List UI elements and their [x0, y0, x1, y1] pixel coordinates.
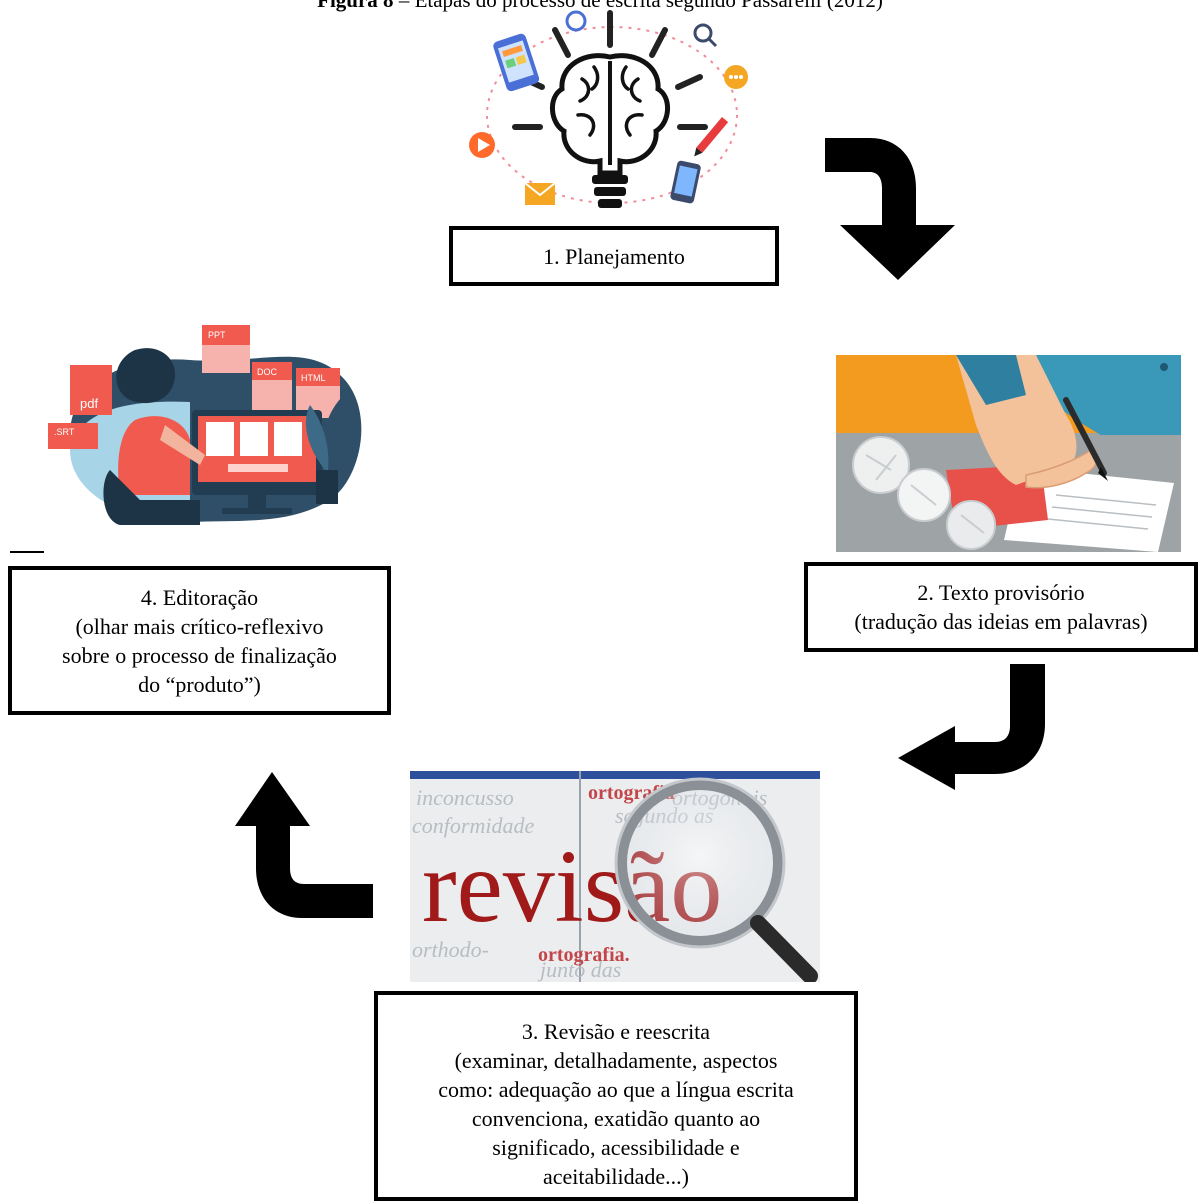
brain-lightbulb-icon [460, 5, 760, 220]
step-description-line: (examinar, detalhadamente, aspectos [454, 1048, 778, 1073]
file-label: PPT [208, 330, 226, 340]
arrow-up-left-icon [232, 768, 377, 923]
step-description-line: (olhar mais crítico-reflexivo [75, 613, 324, 639]
step-description-line: significado, acessibilidade e [492, 1135, 740, 1160]
file-label: DOC [257, 367, 278, 377]
file-label: HTML [301, 373, 326, 383]
dictionary-word: orthodo- [412, 937, 489, 962]
step-box-draft: 2. Texto provisório (tradução das ideias… [804, 562, 1198, 652]
step-box-editing: 4. Editoração (olhar mais crítico-reflex… [8, 566, 391, 715]
divider [10, 551, 44, 553]
step-description-line: do “produto”) [138, 671, 261, 697]
dictionary-word: conformidade [412, 813, 534, 838]
step-description-line: convenciona, exatidão quanto ao [471, 1106, 761, 1131]
magnifier-dictionary-icon: inconcusso conformidade orthodo- segundo… [410, 771, 820, 982]
step-description-line: sobre o processo de finalização [62, 642, 337, 668]
step-box-revision-body: 3. Revisão e reescrita (examinar, detalh… [374, 991, 858, 1201]
caption-sep: – [398, 0, 415, 12]
step-title: 3. Revisão e reescrita [521, 1019, 711, 1044]
hand-writing-icon [836, 355, 1181, 552]
step-title: 4. Editoração [140, 584, 259, 610]
caption-text: Etapas do processo de escrita segundo Pa… [414, 0, 883, 12]
step-title: 1. Planejamento [543, 243, 685, 269]
figure-caption: Figura 8 – Etapas do processo de escrita… [0, 0, 1200, 12]
arrow-down-right-icon [820, 130, 960, 285]
dictionary-word: ortografia. [538, 944, 630, 966]
dictionary-word: inconcusso [416, 785, 514, 810]
step-description-line: como: adequação ao que a língua escrita [438, 1077, 794, 1102]
step-box-planning: 1. Planejamento [449, 226, 779, 286]
step-description-line: (tradução das ideias em palavras) [854, 609, 1148, 634]
step-description-line: aceitabilidade...) [543, 1164, 689, 1189]
dictionary-word: junto das [537, 957, 621, 982]
caption-prefix: Figura 8 [317, 0, 394, 12]
arrow-down-left-icon [895, 662, 1050, 792]
person-at-computer-icon: pdf .SRT PPT DOC HTML [40, 320, 370, 530]
file-label: pdf [80, 396, 98, 411]
step-title: 2. Texto provisório [917, 580, 1085, 605]
file-label: .SRT [54, 427, 75, 437]
